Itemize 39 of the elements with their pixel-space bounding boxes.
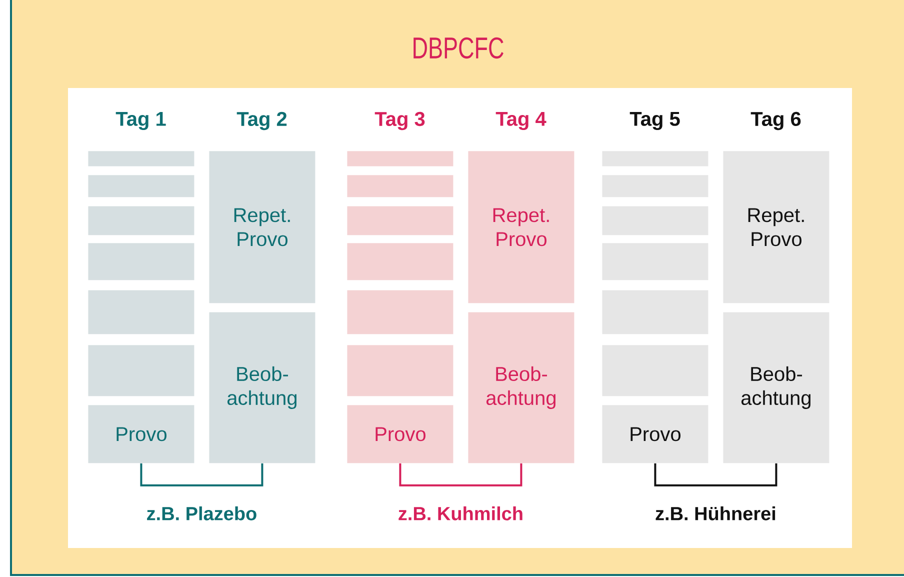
step-box: Provo (88, 405, 194, 464)
day-header: Tag 1 (116, 112, 166, 130)
step-box: Beob- achtung (468, 312, 574, 464)
empty-bar (602, 175, 708, 198)
empty-bar (602, 151, 708, 166)
empty-bar (347, 345, 454, 396)
empty-bar (88, 206, 194, 236)
empty-bar (347, 206, 454, 236)
day-header: Tag 6 (750, 112, 801, 130)
day-header: Tag 2 (236, 112, 287, 130)
day-header: Tag 3 (374, 112, 425, 130)
edge-label: z.B. Plazebo (147, 506, 256, 520)
step-box: Provo (602, 405, 708, 464)
bracket-connector (140, 463, 264, 486)
step-box: Provo (347, 405, 454, 464)
bracket-connector (654, 463, 778, 486)
empty-bar (602, 243, 708, 280)
empty-bar (88, 290, 194, 334)
day-header: Tag 4 (496, 112, 546, 130)
step-box: Repet. Provo (723, 151, 830, 304)
bracket-connector (399, 463, 522, 486)
empty-bar (88, 151, 194, 166)
empty-bar (347, 243, 454, 280)
step-box: Repet. Provo (468, 151, 574, 304)
empty-bar (347, 175, 454, 198)
empty-bar (88, 175, 194, 198)
empty-bar (88, 243, 194, 280)
edge-label: z.B. Hühnerei (656, 506, 776, 520)
empty-bar (88, 345, 194, 396)
day-header: Tag 5 (630, 112, 680, 130)
step-box: Repet. Provo (209, 151, 316, 304)
empty-bar (602, 206, 708, 236)
empty-bar (602, 345, 708, 396)
empty-bar (347, 151, 454, 166)
empty-bar (347, 290, 454, 334)
step-box: Beob- achtung (723, 312, 830, 464)
step-box: Beob- achtung (209, 312, 316, 464)
edge-label: z.B. Kuhmilch (398, 506, 522, 520)
empty-bar (602, 290, 708, 334)
